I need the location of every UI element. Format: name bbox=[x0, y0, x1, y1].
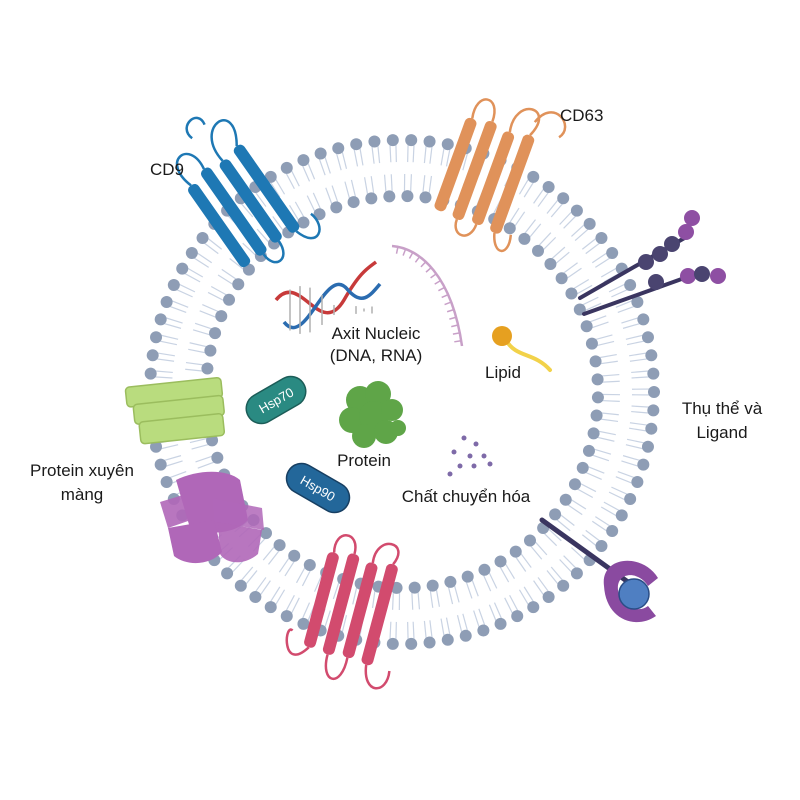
nucleic-acid-label-line2: (DNA, RNA) bbox=[330, 346, 423, 365]
cd9-tetraspanin bbox=[175, 116, 321, 268]
dna-double-helix bbox=[274, 260, 382, 334]
bottom-tetraspanin bbox=[285, 534, 400, 690]
metabolite-label: Chất chuyển hóa bbox=[402, 487, 531, 506]
cd63-label: CD63 bbox=[560, 106, 603, 125]
protein-blob bbox=[339, 381, 406, 448]
green-channel-protein bbox=[124, 377, 226, 445]
metabolite-dot bbox=[451, 449, 457, 455]
transmembrane-protein-label-line1: Protein xuyên bbox=[30, 461, 134, 480]
metabolite-dot bbox=[471, 463, 477, 469]
hsp70-protein: Hsp70 bbox=[245, 375, 307, 425]
protein-label: Protein bbox=[337, 451, 391, 470]
metabolite-dot bbox=[467, 453, 473, 459]
nucleic-acid-label-line1: Axit Nucleic bbox=[332, 324, 421, 343]
cd9-label: CD9 bbox=[150, 160, 184, 179]
cd63-tetraspanin bbox=[434, 98, 567, 253]
metabolite-dot bbox=[447, 471, 453, 477]
metabolite-dot bbox=[461, 435, 467, 441]
receptor-ligand-label-line1: Thụ thể và bbox=[682, 399, 763, 418]
receptor-cup-ligand bbox=[539, 517, 658, 623]
lipid-label: Lipid bbox=[485, 363, 521, 382]
metabolite-dot bbox=[473, 441, 479, 447]
transmembrane-protein-label-line2: màng bbox=[61, 485, 104, 504]
metabolite-dot bbox=[487, 461, 493, 467]
purple-transmembrane-protein bbox=[160, 471, 264, 564]
lipid-molecule bbox=[492, 326, 552, 372]
receptor-ligand-label-line2: Ligand bbox=[696, 423, 747, 442]
metabolite-dots bbox=[447, 435, 493, 477]
metabolite-dot bbox=[481, 453, 487, 459]
rna-strand bbox=[391, 244, 464, 347]
metabolite-dot bbox=[457, 463, 463, 469]
receptor-with-ligand-beads bbox=[578, 210, 726, 316]
